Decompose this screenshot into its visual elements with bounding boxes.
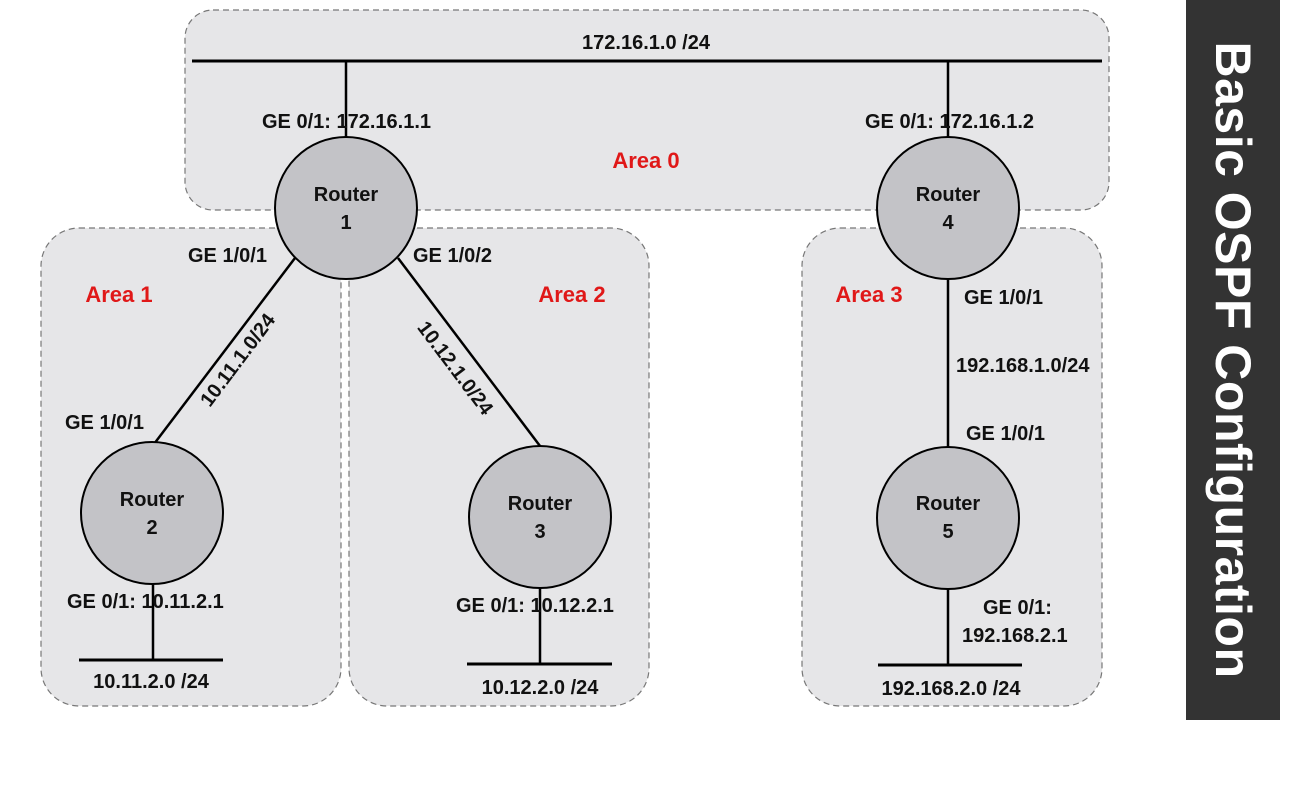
- r2-ge101-interface-label: GE 1/0/1: [65, 412, 144, 434]
- router-4-label: Router: [916, 184, 981, 206]
- r5-ge01-interface-label: GE 0/1:: [983, 597, 1052, 619]
- title-panel: Basic OSPF Configuration: [1186, 0, 1280, 720]
- router-4-number: 4: [942, 212, 954, 234]
- router-5-label: Router: [916, 493, 981, 515]
- backbone-network-label: 172.16.1.0 /24: [582, 32, 711, 54]
- link-r1-r2: [153, 257, 296, 445]
- router-3: Router 3: [468, 445, 612, 589]
- link-r1-r3: [397, 257, 541, 447]
- area-2-label: Area 2: [538, 282, 605, 307]
- router-2-label: Router: [120, 489, 185, 511]
- r5-lan-network-label: 192.168.2.0 /24: [881, 678, 1021, 700]
- r1-ge101-interface-label: GE 1/0/1: [188, 245, 267, 267]
- r2-ge01-interface-label: GE 0/1: 10.11.2.1: [67, 591, 224, 613]
- router-2-number: 2: [146, 517, 157, 539]
- router-1: Router 1: [274, 136, 418, 280]
- r3-lan-network-label: 10.12.2.0 /24: [482, 677, 600, 699]
- r2-lan-network-label: 10.11.2.0 /24: [93, 671, 210, 693]
- router-1-number: 1: [340, 212, 351, 234]
- area-3-label: Area 3: [835, 282, 902, 307]
- r3-ge01-interface-label: GE 0/1: 10.12.2.1: [456, 595, 614, 617]
- router-5: Router 5: [876, 446, 1020, 590]
- r4-ge101-interface-label: GE 1/0/1: [964, 287, 1043, 309]
- router-3-label: Router: [508, 493, 573, 515]
- r1-ge102-interface-label: GE 1/0/2: [413, 245, 492, 267]
- r1-ge01-interface-label: GE 0/1: 172.16.1.1: [262, 111, 431, 133]
- router-2: Router 2: [80, 441, 224, 585]
- router-4: Router 4: [876, 136, 1020, 280]
- page-title: Basic OSPF Configuration: [1205, 41, 1261, 679]
- area-0-label: Area 0: [612, 148, 679, 173]
- r4-r5-network-label: 192.168.1.0/24: [956, 355, 1090, 377]
- r5-ge01-address-label: 192.168.2.1: [962, 625, 1068, 647]
- area-1-label: Area 1: [85, 282, 152, 307]
- r4-ge01-interface-label: GE 0/1: 172.16.1.2: [865, 111, 1034, 133]
- router-5-number: 5: [942, 521, 953, 543]
- router-3-number: 3: [534, 521, 545, 543]
- router-1-label: Router: [314, 184, 379, 206]
- r5-ge101-interface-label: GE 1/0/1: [966, 423, 1045, 445]
